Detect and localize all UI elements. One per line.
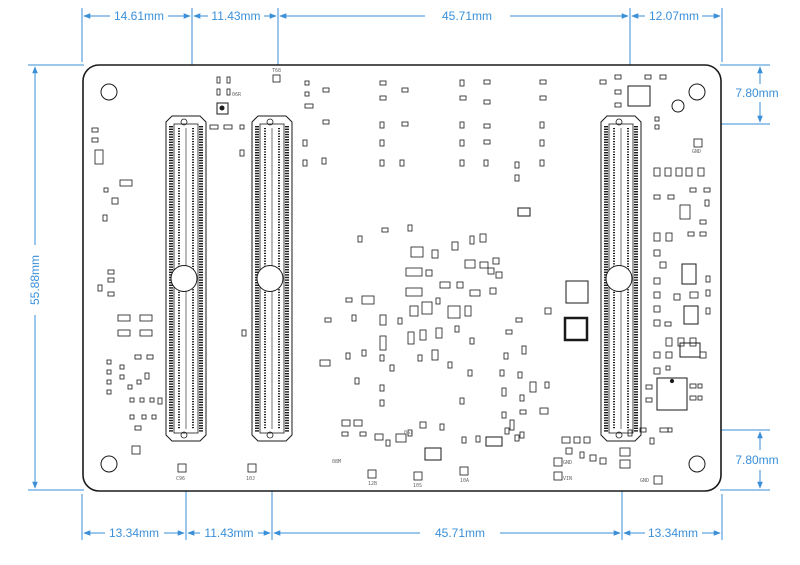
- silkscreen-labels: C96 10J 08M 12B 10S 10A 05I VIN GND GND …: [131, 68, 703, 489]
- dim-bottom-4: 13.34mm: [648, 526, 698, 540]
- label-gnd-3: GND: [692, 149, 701, 155]
- label-vin: VIN: [563, 476, 572, 482]
- label-gnd-2: GND: [640, 478, 649, 484]
- label-10j: 10J: [246, 476, 255, 482]
- dim-top-2: 11.43mm: [211, 9, 260, 23]
- label-10a: 10A: [460, 478, 469, 484]
- dimension-left: [28, 64, 84, 491]
- label-12b: 12B: [368, 481, 377, 487]
- label-05i: 05I: [404, 430, 413, 436]
- dim-bottom-2: 11.43mm: [204, 526, 253, 540]
- label-c96: C96: [176, 476, 185, 482]
- dim-bottom-3: 45.71mm: [435, 526, 485, 540]
- board-outline: [82, 64, 722, 492]
- dim-left-height: 55.88mm: [28, 255, 42, 305]
- dim-top-1: 14.61mm: [114, 9, 164, 23]
- board-connectors: [165, 115, 642, 442]
- label-06r: 06R: [232, 92, 242, 98]
- connector-left: [165, 115, 207, 442]
- connector-middle: [251, 115, 293, 442]
- dim-bottom-1: 13.34mm: [109, 526, 159, 540]
- label-t68: T68: [272, 68, 281, 74]
- mounting-holes: [100, 83, 706, 473]
- label-08m: 08M: [332, 459, 341, 465]
- label-gnd-1: GND: [563, 460, 572, 466]
- dimension-top: [81, 8, 723, 122]
- smd-components: [91, 74, 711, 469]
- dim-top-4: 12.07mm: [649, 9, 699, 23]
- large-parts: [216, 85, 701, 461]
- dim-right-top: 7.80mm: [735, 86, 778, 100]
- label-10s: 10S: [413, 483, 422, 489]
- connector-right: [600, 115, 642, 442]
- dim-right-bottom: 7.80mm: [735, 453, 778, 467]
- dim-top-3: 45.71mm: [442, 9, 492, 23]
